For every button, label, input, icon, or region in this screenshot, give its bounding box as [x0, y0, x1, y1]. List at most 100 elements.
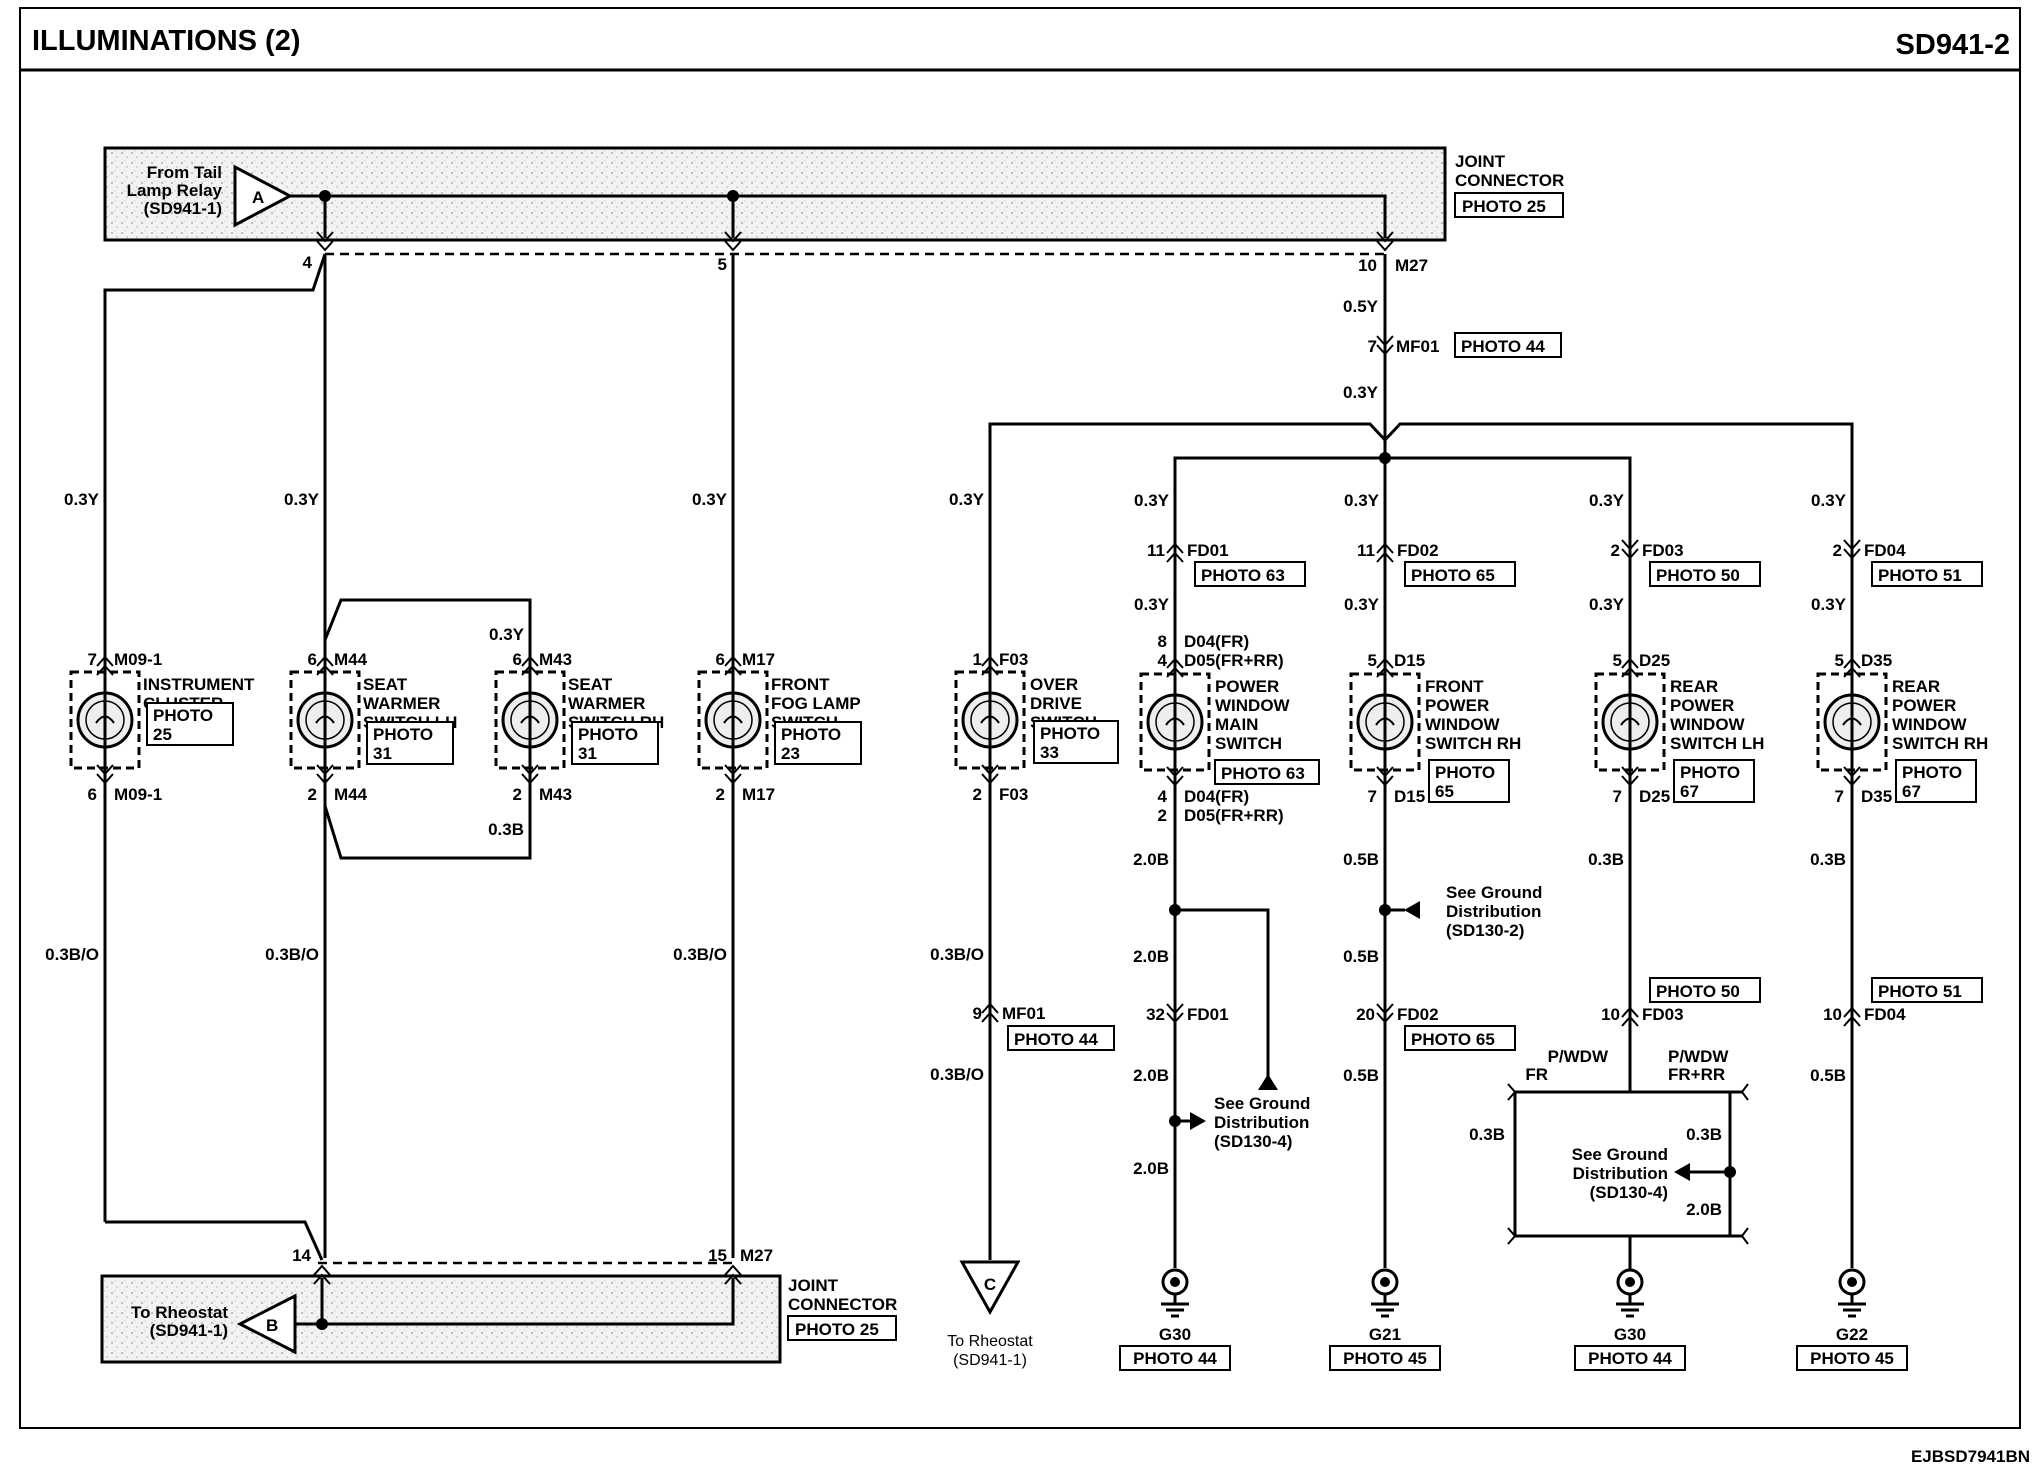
pin-number: 1 [973, 650, 982, 669]
photo-box [571, 721, 659, 765]
split-label: FR [1525, 1065, 1548, 1084]
connector-id: M17 [742, 785, 775, 804]
ground-arrow [1674, 1163, 1690, 1181]
connector-id: D05(FR+RR) [1184, 806, 1284, 825]
connector-id: M44 [334, 785, 368, 804]
photo-label: PHOTO 51 [1878, 566, 1962, 585]
photo-box [1673, 759, 1755, 803]
pin-number: 20 [1356, 1005, 1375, 1024]
pin-number: 7 [1613, 787, 1622, 806]
connector-mark [316, 664, 334, 676]
wire-label: 0.3Y [1134, 595, 1170, 614]
connector-id: M09-1 [114, 785, 162, 804]
connector-letter: A [252, 188, 264, 207]
ground-arrow [1404, 901, 1420, 919]
photo-box [1194, 561, 1306, 587]
left-components: 7M09-16M09-1INSTRUMENTCLUSTERPHOTO250.3Y… [45, 490, 862, 964]
wire-label: 2.0B [1686, 1200, 1722, 1219]
lamp-symbol [69, 655, 141, 785]
photo-label: PHOTO [373, 725, 433, 744]
page-title: ILLUMINATIONS (2) [32, 25, 301, 57]
joint-label: CONNECTOR [1455, 171, 1564, 190]
photo-box [1454, 332, 1562, 358]
connector-mark [1621, 766, 1639, 778]
wire-label: 2.0B [1133, 1066, 1169, 1085]
connector-id: FD03 [1642, 1005, 1684, 1024]
wire-label: 0.3Y [284, 490, 320, 509]
connector-mark [1843, 657, 1861, 669]
pin-number: 2 [716, 785, 725, 804]
left-wiring: 0.5Y 7 MF01 PHOTO 44 0.3Y [103, 253, 1854, 1261]
component-name: POWER [1425, 696, 1489, 715]
ground-symbol [1838, 1268, 1866, 1318]
ground-id: G21 [1369, 1325, 1401, 1344]
wire-label: 0.3B/O [930, 945, 984, 964]
wire-label: 2.0B [1133, 947, 1169, 966]
connector-mark [724, 664, 742, 676]
connector-id: M43 [539, 785, 572, 804]
split-label: P/WDW [1668, 1047, 1729, 1066]
connector-mark [316, 773, 334, 785]
ground-note: (SD130-4) [1214, 1132, 1292, 1151]
wire-label: 0.3B/O [930, 1065, 984, 1084]
photo-label: PHOTO 44 [1588, 1349, 1672, 1368]
connector-mark [981, 1011, 999, 1023]
connector-mark [724, 773, 742, 785]
photo-box [1649, 977, 1761, 1003]
connector-mark [521, 664, 539, 676]
wire-label: 0.5B [1343, 947, 1379, 966]
connector-mark [96, 655, 114, 667]
wire-label: 0.3Y [1811, 491, 1847, 510]
pin-number: 4 [1158, 651, 1168, 670]
wire-label: 0.3B/O [265, 945, 319, 964]
photo-label: 65 [1435, 782, 1454, 801]
connector-id: D15 [1394, 787, 1425, 806]
pin-number: 2 [1611, 541, 1620, 560]
connector-id: M44 [334, 650, 368, 669]
ground-symbol [1371, 1268, 1399, 1318]
component-name: FOG LAMP [771, 694, 861, 713]
connector-mark [981, 655, 999, 667]
source-label: From Tail [147, 163, 222, 182]
pin-number: 5 [1613, 651, 1622, 670]
connector-mark [96, 664, 114, 676]
photo-box [1871, 561, 1983, 587]
split-label: P/WDW [1548, 1047, 1609, 1066]
pin-number: 6 [88, 785, 97, 804]
photo-label: PHOTO 63 [1201, 566, 1285, 585]
photo-box [787, 1315, 897, 1341]
wire-label: 0.3Y [1343, 383, 1379, 402]
bottom-joint-connector: To Rheostat (SD941-1) B JOINT CONNECTOR … [100, 1246, 897, 1364]
photo-box [1404, 561, 1516, 587]
connector-mark [1376, 666, 1394, 678]
component-name: INSTRUMENT [143, 675, 255, 694]
component-name: POWER [1892, 696, 1956, 715]
wire-label: 0.3Y [1811, 595, 1847, 614]
pin-number: 5 [1835, 651, 1844, 670]
wire-label: 0.3Y [949, 490, 985, 509]
ground-note: See Ground [1572, 1145, 1668, 1164]
pin-number: 5 [718, 255, 727, 274]
connector-id: D35 [1861, 651, 1892, 670]
pin-number: 11 [1357, 541, 1375, 560]
ground-details: See Ground Distribution (SD130-4) See Gr… [1169, 883, 1749, 1270]
pin-number: 2 [513, 785, 522, 804]
component-name: POWER [1670, 696, 1734, 715]
connector-mark [1621, 1015, 1639, 1027]
connector-id: F03 [999, 650, 1028, 669]
pin-number: 7 [1835, 787, 1844, 806]
photo-box [1033, 720, 1119, 764]
connector-id: D25 [1639, 787, 1670, 806]
connector-id: D25 [1639, 651, 1670, 670]
photo-label: PHOTO [781, 725, 841, 744]
source-label: (SD941-1) [144, 199, 222, 218]
connector-id: D04(FR) [1184, 632, 1249, 651]
connector-id: D15 [1394, 651, 1425, 670]
connector-id: FD01 [1187, 1005, 1229, 1024]
connector-id: MF01 [1002, 1004, 1045, 1023]
ground-arrow [1190, 1112, 1206, 1130]
component-name: DRIVE [1030, 694, 1082, 713]
